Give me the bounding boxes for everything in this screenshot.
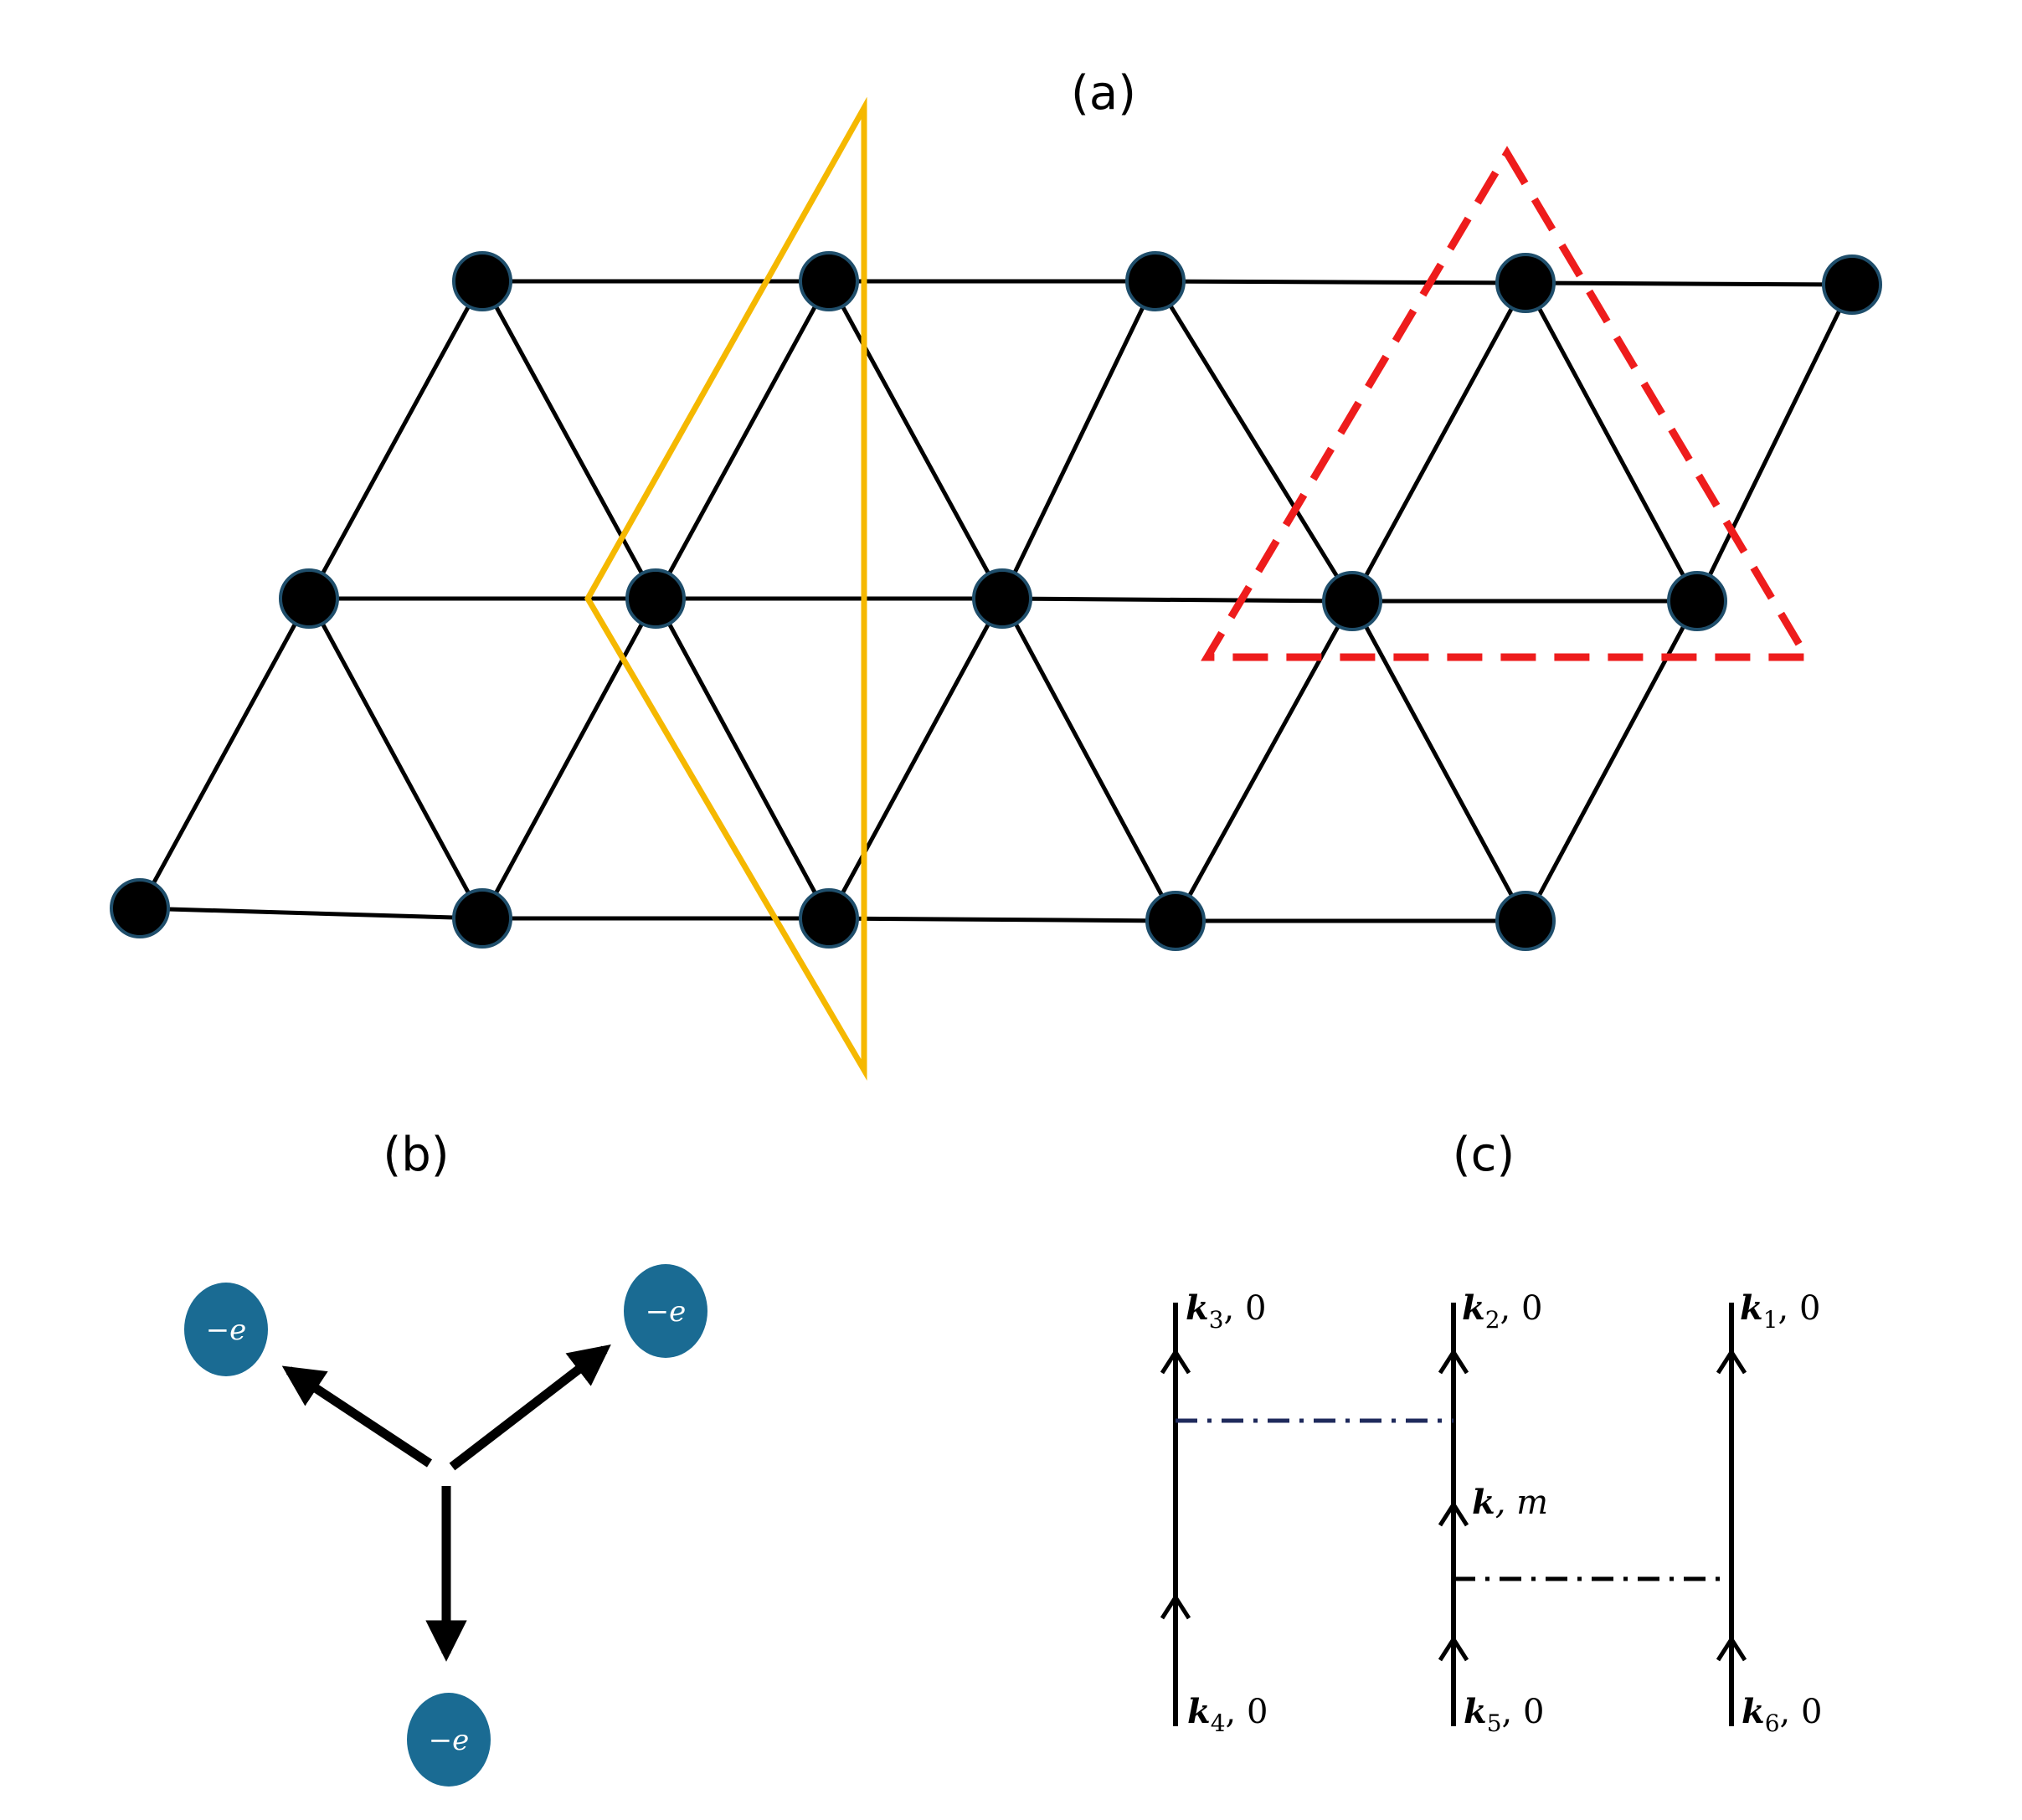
electron-circle [184,1283,268,1376]
electron-circle [624,1264,707,1358]
lattice-site [799,251,859,311]
label-k5: k5, 0 [1464,1692,1544,1737]
lattice-edges [137,279,1855,923]
lattice-bond [653,597,831,920]
lattice-bond [1155,279,1526,285]
arrow-line3-top [1716,1348,1747,1375]
electron-circle [407,1693,491,1787]
lattice-site [279,568,339,629]
arrow-line1-top [1160,1348,1191,1375]
arrow-line2-mid [1438,1500,1469,1527]
triangular-lattice [110,251,1882,951]
lattice-site [1822,254,1882,315]
lattice-bond [1350,599,1528,923]
lattice-site [625,568,686,629]
charge-arrows [281,1344,611,1662]
yellow-unit-cell [584,96,867,1081]
label-k6: k6, 0 [1742,1692,1822,1737]
lattice-bond [480,597,658,920]
label-k-m: k, m [1472,1483,1548,1522]
lattice-bond [480,280,658,600]
lattice-bond [139,906,483,921]
lattice-site [110,878,170,938]
label-k2: k2, 0 [1462,1288,1542,1334]
lattice-bond [306,280,485,600]
lattice-site [1322,571,1382,631]
lattice-bond [828,916,1176,923]
lattice-bond [1695,283,1855,603]
panel-a-label: (a) [1071,66,1136,121]
lattice-bond [1000,597,1178,923]
lattice-bond [137,597,311,910]
arrow-upper-right [449,1344,611,1471]
label-k3: k3, 0 [1186,1288,1266,1334]
arrow-line2-top [1438,1348,1469,1375]
lattice-site [799,888,859,949]
lattice-site [452,251,512,311]
lattice-site [1145,891,1206,951]
arrow-line2-bottom [1438,1635,1469,1662]
lattice-bond [1153,280,1355,603]
lattice-bond [1523,599,1700,923]
electron-charge-label: −e [646,1295,687,1329]
lattice-bond [1173,599,1355,923]
lattice-site [1495,891,1556,951]
arrow-line3-bottom [1716,1635,1747,1662]
electron-upper-right: −e [624,1264,707,1358]
panel-c-label: (c) [1453,1128,1515,1182]
arrow-upper-left [281,1365,433,1468]
label-k1: k1, 0 [1740,1288,1820,1334]
arrow-line1-bottom [1160,1593,1191,1620]
lattice-bond [826,597,1005,920]
propagator-arrows [1160,1348,1747,1662]
lattice-bond [826,280,1005,600]
panel-b-label: (b) [383,1128,449,1182]
lattice-nodes [110,251,1882,951]
lattice-site [1495,253,1556,313]
lattice-site [1125,251,1186,311]
lattice-bond [1001,596,1353,604]
electron-upper-left: −e [184,1283,268,1376]
lattice-site [972,568,1032,629]
feynman-diagram: k3, 0 k2, 0 k1, 0 k, m k4, 0 k5, 0 k6, 0 [1160,1288,1822,1737]
lattice-bond [1350,281,1528,603]
electron-charge-label: −e [206,1314,247,1347]
lattice-site [1667,571,1727,631]
lattice-bond [653,280,831,600]
lattice-bond [1525,280,1853,287]
electron-bottom: −e [407,1693,491,1787]
lattice-site [452,888,512,949]
lattice-bond [1000,280,1158,600]
lattice-bond [1523,281,1700,603]
label-k4: k4, 0 [1187,1692,1268,1737]
red-dashed-triangle [1201,146,1814,661]
electron-charge-label: −e [429,1724,470,1757]
lattice-bond [306,597,485,920]
